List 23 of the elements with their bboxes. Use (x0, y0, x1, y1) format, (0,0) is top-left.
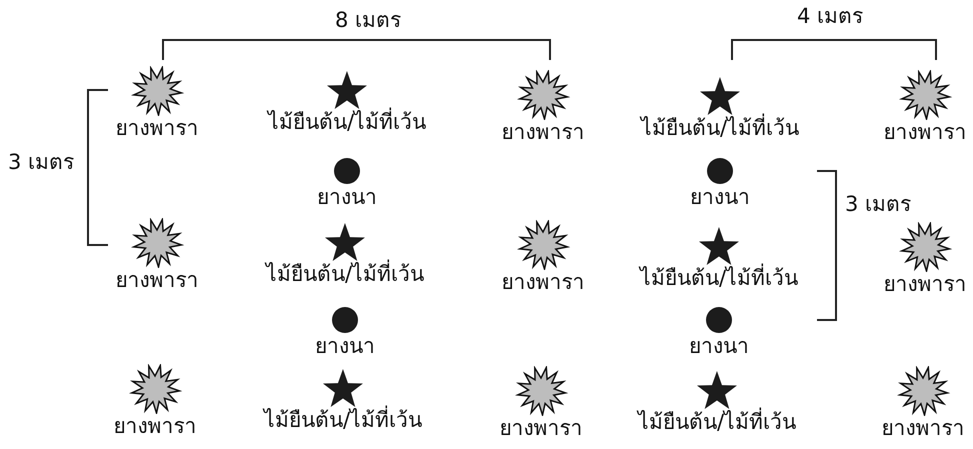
plant-label: ยางพารา (884, 120, 966, 144)
plant-label: ยางพารา (114, 414, 196, 438)
plant-label: ยางพารา (500, 416, 582, 440)
plant-label: ยางพารา (116, 116, 198, 140)
plant-label: ยางพารา (116, 268, 198, 292)
dimension-label: 8 เมตร (335, 8, 402, 32)
plant-label: ยางพารา (502, 270, 584, 294)
plant-label: ยางนา (690, 185, 750, 209)
plant-label: ไม้ยืนต้น/ไม้ที่เว้น (268, 110, 426, 134)
plant-label: ไม้ยืนต้น/ไม้ที่เว้น (264, 408, 422, 432)
plant-label: ยางพารา (882, 416, 964, 440)
plant-label: ยางพารา (502, 120, 584, 144)
plant-label: ยางนา (689, 334, 749, 358)
plant-label: ยางพารา (884, 272, 966, 296)
plant-label: ไม้ยืนต้น/ไม้ที่เว้น (638, 410, 796, 434)
plant-label: ไม้ยืนต้น/ไม้ที่เว้น (640, 266, 798, 290)
dimension-label: 3 เมตร (845, 192, 912, 216)
plant-label: ยางนา (317, 185, 377, 209)
plant-label: ไม้ยืนต้น/ไม้ที่เว้น (640, 116, 800, 140)
plant-label: ไม้ยืนต้น/ไม้ที่เว้น (266, 262, 424, 286)
dimension-label: 3 เมตร (8, 150, 74, 174)
dimension-label: 4 เมตร (797, 4, 864, 28)
plant-label: ยางนา (315, 334, 375, 358)
